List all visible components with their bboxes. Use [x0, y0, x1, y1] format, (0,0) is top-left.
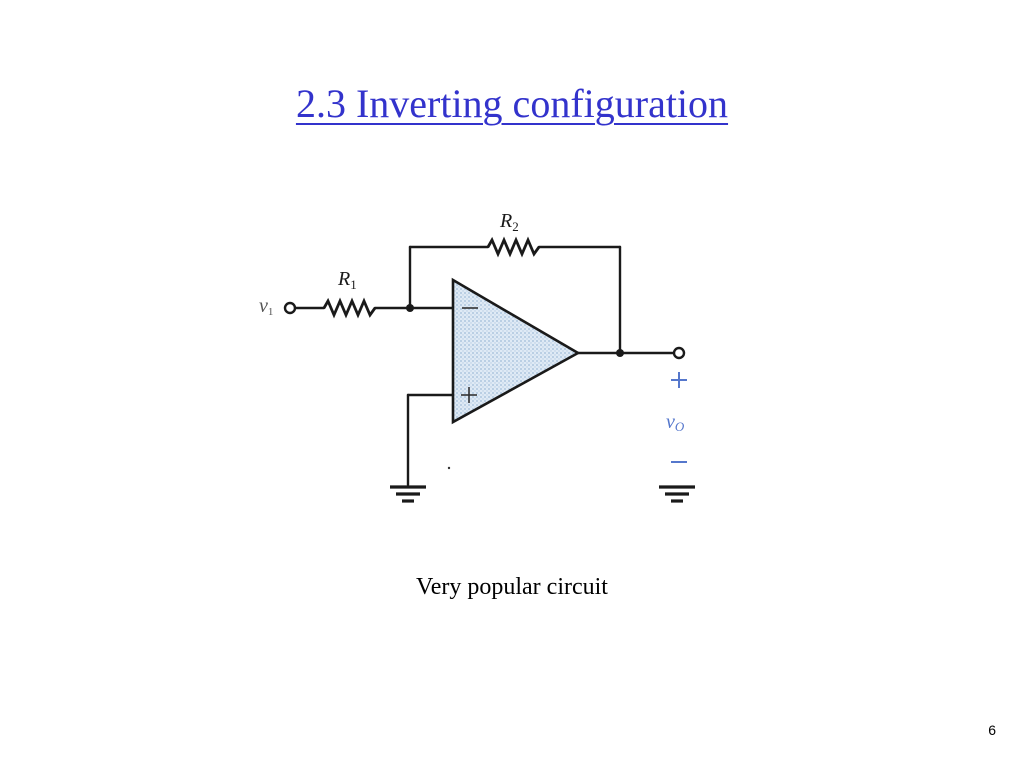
- r2-label: R2: [499, 210, 519, 234]
- slide-caption: Very popular circuit: [416, 574, 608, 600]
- slide-title: 2.3 Inverting configuration: [295, 81, 729, 126]
- ground-right-icon: [659, 485, 695, 503]
- input-terminal: [283, 301, 297, 315]
- page-number: 6: [988, 722, 996, 738]
- inverting-amplifier-schematic: R2 R1 v1 vO: [259, 210, 695, 503]
- ground-left-icon: [390, 485, 426, 503]
- output-node: [616, 349, 624, 357]
- resistor-r2: [486, 236, 541, 258]
- stray-dot: [447, 466, 451, 470]
- resistor-r1: [322, 297, 377, 319]
- output-terminal: [672, 346, 686, 360]
- r1-label: R1: [337, 268, 357, 292]
- input-label: v1: [259, 295, 273, 318]
- opamp-triangle: [451, 277, 581, 425]
- output-label: vO: [666, 411, 685, 434]
